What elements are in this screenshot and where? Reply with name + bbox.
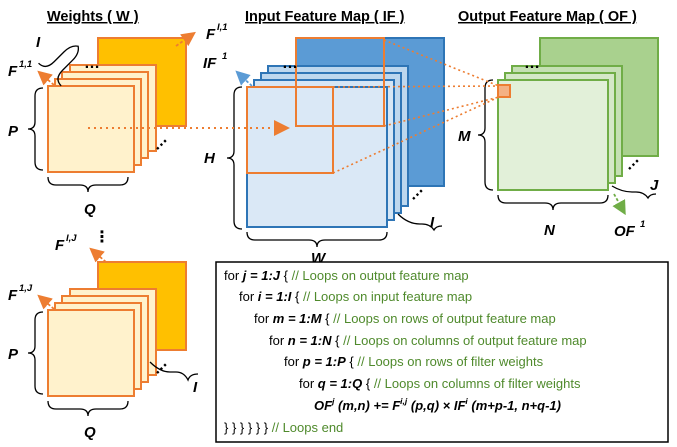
dimension-label-I: I	[36, 34, 41, 51]
code-line-n: for n = 1:N { // Loops on columns of out…	[269, 333, 587, 348]
weights-title: Weights ( W )	[47, 9, 139, 25]
code-line-i: for i = 1:I { // Loops on input feature …	[239, 289, 472, 304]
filters-vertical-ellipsis: ⋮	[94, 229, 110, 246]
filter-arrow	[37, 294, 55, 310]
filter-superscript: 1,J	[19, 283, 33, 294]
output-map-superscript: 1	[640, 219, 645, 230]
code-frame	[215, 261, 669, 443]
filter-superscript: I,J	[66, 233, 77, 244]
filter-label-F: F	[8, 63, 18, 80]
dimension-label-N: N	[544, 222, 556, 239]
input-map-front	[246, 86, 388, 228]
output-feature-map-stack: … … M N J OF 1	[458, 37, 659, 240]
projection-line	[383, 39, 500, 87]
dimension-label-H: H	[204, 150, 216, 167]
filter-superscript: I,1	[217, 22, 228, 33]
input-map-arrow	[235, 70, 253, 87]
brace	[47, 176, 129, 193]
dimension-label-Q: Q	[84, 201, 96, 218]
filter-arrow	[37, 70, 55, 86]
code-line-end: } } } } } } // Loops end	[224, 420, 343, 435]
output-map-arrow	[612, 193, 626, 216]
brace	[246, 231, 388, 248]
weight-filter-front	[47, 309, 135, 397]
brace	[38, 45, 80, 87]
brace	[27, 311, 44, 395]
brace	[477, 79, 494, 191]
dimension-label-P: P	[8, 123, 19, 140]
filter-superscript: 1,1	[19, 59, 32, 70]
input-map-label-IF: IF	[203, 55, 217, 72]
code-line-mac: OFj (m,n) += Fi,j (p,q) × IFi (m+p-1, n+…	[314, 396, 561, 413]
input-map-superscript: 1	[222, 51, 227, 62]
dimension-label-I: I	[193, 379, 198, 396]
filter-arrow	[89, 247, 107, 263]
maps-ellipsis: …	[524, 55, 540, 72]
code-line-m: for m = 1:M { // Loops on rows of output…	[254, 311, 556, 326]
brace	[226, 86, 243, 230]
code-line-p: for p = 1:P { // Loops on rows of filter…	[284, 354, 544, 369]
weights-stack-bottom: … F I,J F 1,J P Q I	[8, 233, 199, 441]
receptive-window	[246, 86, 334, 174]
receptive-window-back	[295, 37, 385, 127]
brace	[149, 361, 199, 382]
brace	[27, 87, 44, 171]
code-line-q: for q = 1:Q { // Loops on columns of fil…	[299, 376, 581, 391]
brace	[47, 400, 129, 417]
input-feature-map-title: Input Feature Map ( IF )	[245, 9, 405, 25]
code-line-j: for j = 1:J { // Loops on output feature…	[224, 268, 469, 283]
filter-label-F: F	[8, 287, 18, 304]
weights-stack-top: … … F I,1 F 1,1 I P Q	[8, 22, 228, 218]
maps-ellipsis: …	[282, 55, 298, 72]
filter-label-F: F	[206, 26, 216, 43]
pseudocode-box: for j = 1:J { // Loops on output feature…	[215, 261, 669, 443]
filter-label-F: F	[55, 237, 65, 254]
brace	[497, 194, 609, 211]
convolution-connections	[88, 39, 500, 174]
output-map-label-OF: OF	[614, 223, 636, 240]
dimension-label-Q: Q	[84, 424, 96, 441]
output-map-front	[497, 79, 609, 191]
weight-filter-front	[47, 85, 135, 173]
dimension-label-J: J	[650, 177, 659, 194]
output-feature-map-title: Output Feature Map ( OF )	[458, 9, 637, 25]
brace	[611, 185, 657, 200]
output-pixel	[497, 84, 511, 98]
input-feature-map-stack: … … IF 1 H W I	[203, 37, 445, 267]
brace	[397, 213, 443, 232]
filters-ellipsis: …	[84, 55, 100, 72]
projection-line	[332, 96, 500, 174]
filter-arrow	[175, 31, 196, 47]
dimension-label-I: I	[430, 214, 435, 231]
dimension-label-P: P	[8, 346, 19, 363]
dimension-label-M: M	[458, 128, 471, 145]
